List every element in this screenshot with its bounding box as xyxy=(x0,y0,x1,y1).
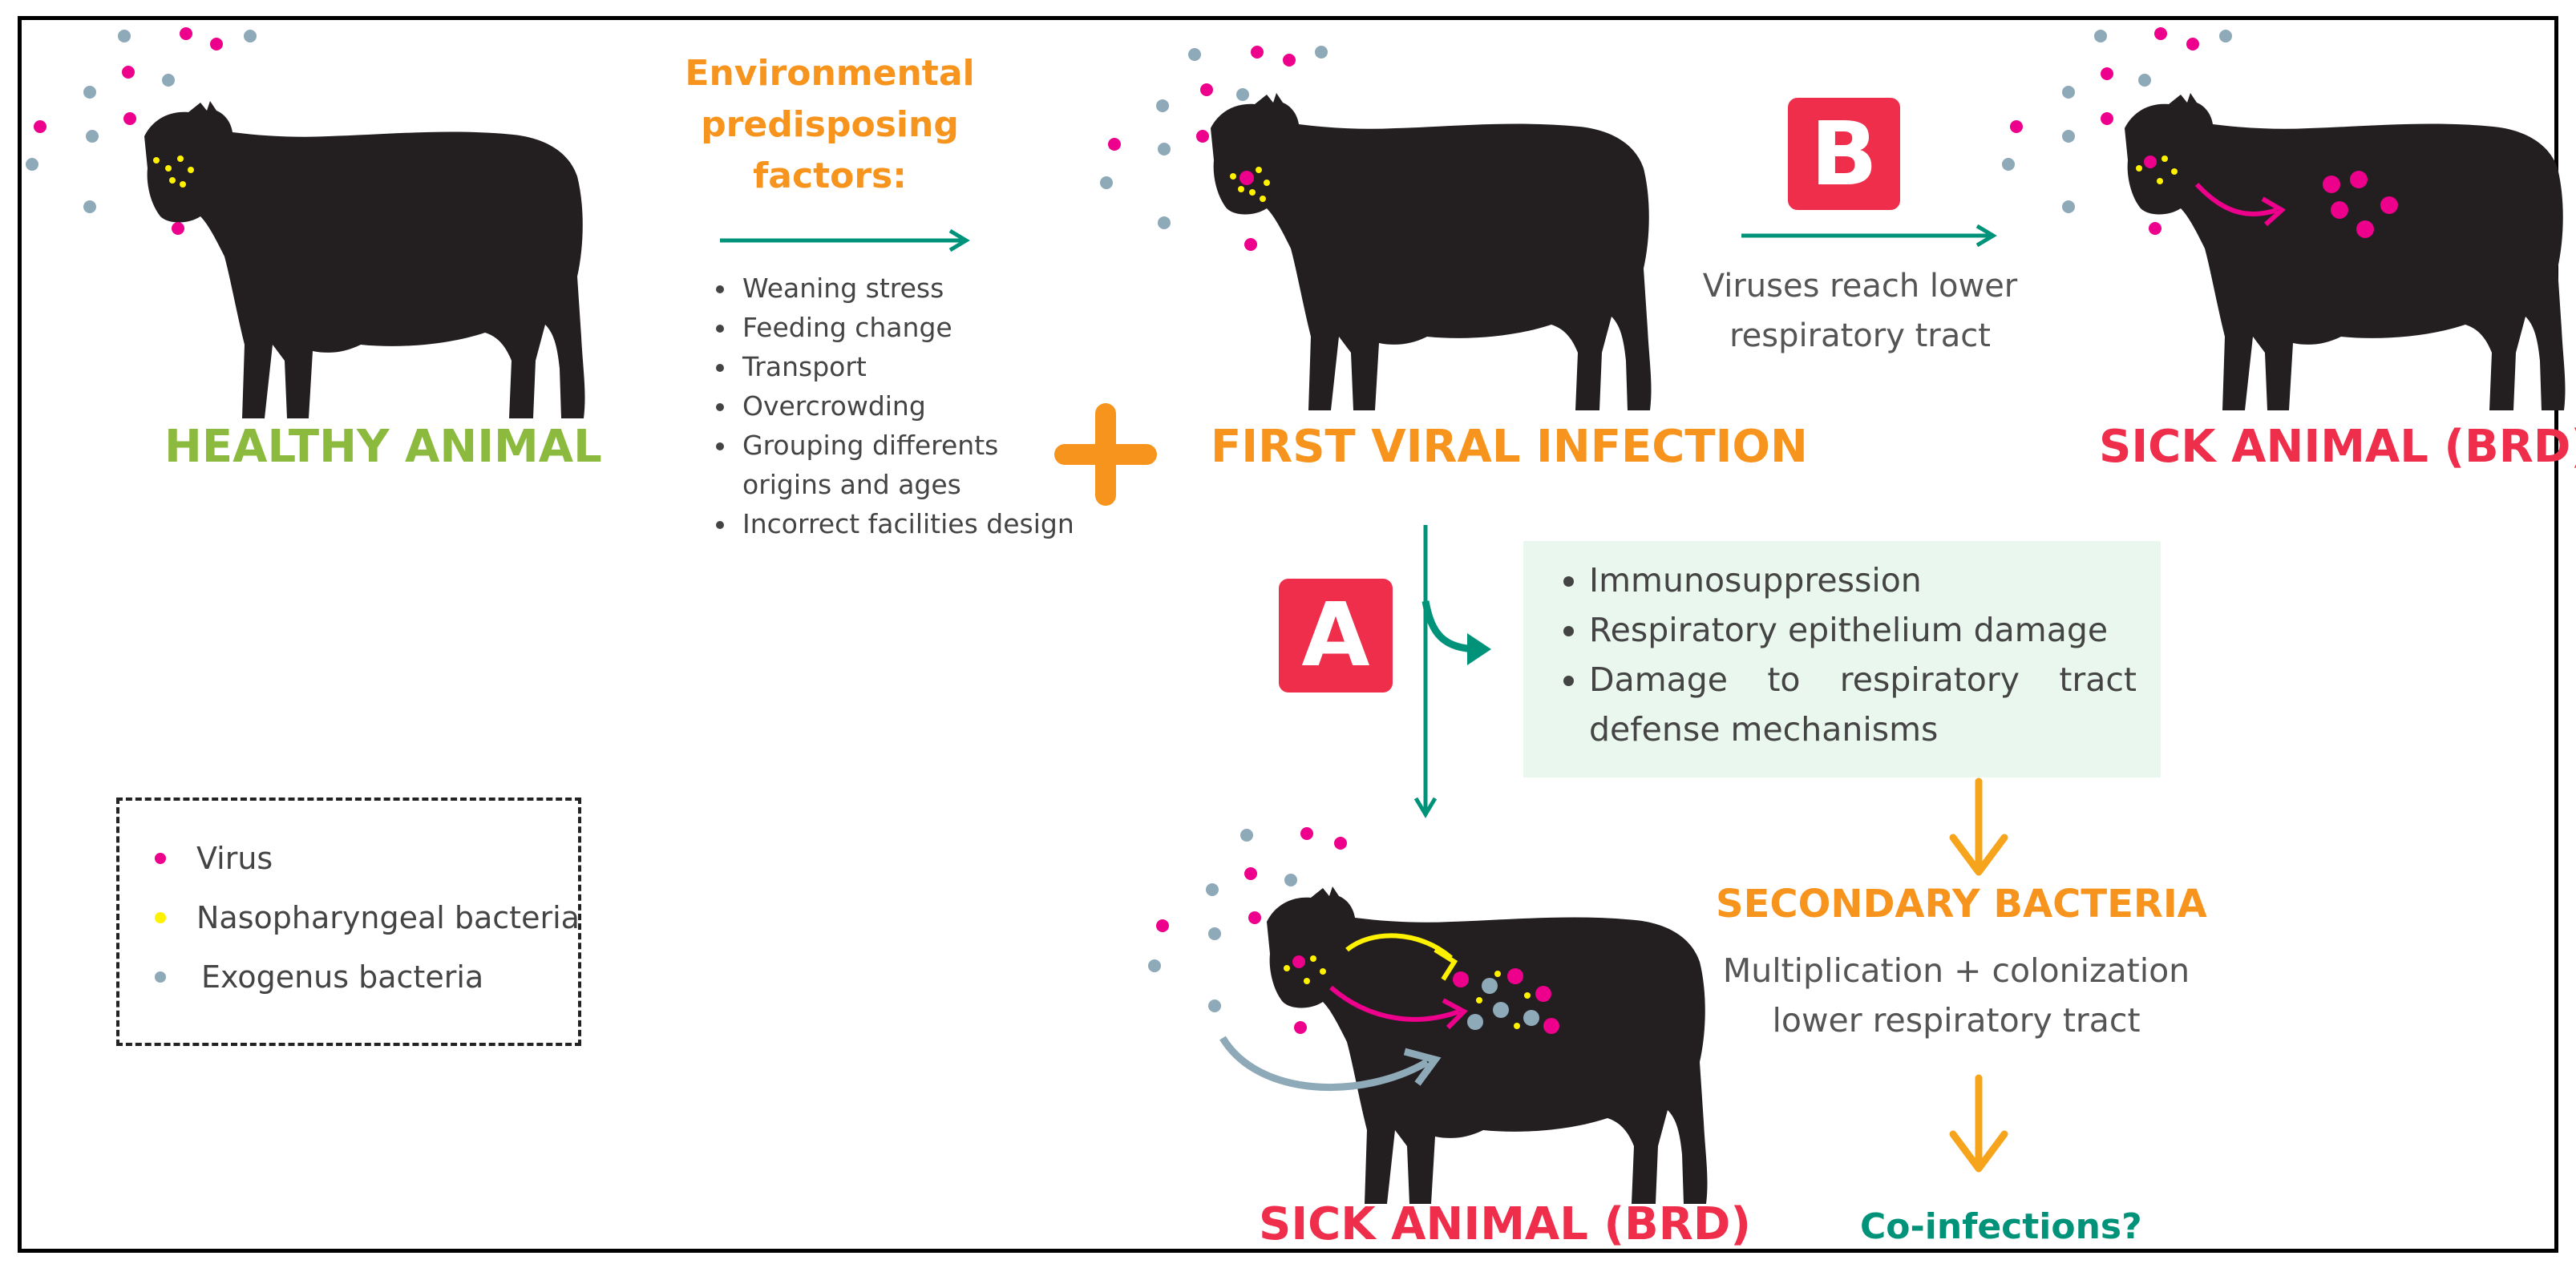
factor-item: Grouping differents origins and ages xyxy=(738,426,1074,504)
diagram-frame xyxy=(18,16,2558,1253)
virus-dot-icon xyxy=(155,853,166,864)
plus-icon xyxy=(1054,403,1157,506)
legend-item-exogenous: Exogenus bacteria xyxy=(119,959,483,995)
environment-title-line: predisposing xyxy=(701,104,959,145)
path-b-caption-line: Viruses reach lower xyxy=(1702,268,2018,305)
infected-cow-illustration xyxy=(1211,93,1652,410)
secondary-caption-line: Multiplication + colonization xyxy=(1722,951,2190,990)
coinfection-arrow xyxy=(1949,1074,2008,1173)
coinfections-label: Co-infections? xyxy=(1860,1206,2142,1247)
healthy-cow-illustration xyxy=(144,101,585,418)
path-b-arrow xyxy=(1741,224,1997,248)
environment-title-line: Environmental xyxy=(685,53,975,94)
predisposing-factors-list: Weaning stress Feeding change Transport … xyxy=(689,269,1074,543)
legend-item-virus: Virus xyxy=(119,841,273,876)
legend-label: Nasopharyngeal bacteria xyxy=(196,900,580,935)
sick-animal-a-title: SICK ANIMAL (BRD) xyxy=(1259,1198,1751,1250)
sick-cow-b-illustration xyxy=(2125,93,2566,410)
healthy-animal-title: HEALTHY ANIMAL xyxy=(164,421,602,473)
healthy-cow-particles xyxy=(26,27,257,235)
environment-title-line: factors: xyxy=(753,155,907,196)
secondary-bacteria-title: SECONDARY BACTERIA xyxy=(1716,882,2207,927)
legend-label: Virus xyxy=(196,841,273,876)
legend-item-nasopharyngeal: Nasopharyngeal bacteria xyxy=(119,900,580,935)
mechanisms-box: Immunosuppression Respiratory epithelium… xyxy=(1523,541,2161,777)
mechanism-item: Respiratory epithelium damage xyxy=(1589,605,2137,655)
factor-item: Feeding change xyxy=(738,308,1074,347)
path-b-caption: Viruses reach lower respiratory tract xyxy=(1668,261,2052,361)
mechanism-item: Immunosuppression xyxy=(1589,555,2137,605)
factor-item: Incorrect facilities design xyxy=(738,504,1074,543)
sick-animal-b-title: SICK ANIMAL (BRD) xyxy=(2099,421,2576,473)
environment-arrow xyxy=(720,228,970,252)
first-viral-infection-title: FIRST VIRAL INFECTION xyxy=(1211,421,1808,473)
mechanism-item: Damage to respiratory tract defense mech… xyxy=(1589,655,2137,754)
sick-cow-a-illustration xyxy=(1267,886,1708,1204)
sick-cow-b-particles xyxy=(2002,27,2398,238)
secondary-bacteria-arrow xyxy=(1949,777,2008,876)
path-a-badge: A xyxy=(1279,579,1393,693)
factor-item: Transport xyxy=(738,347,1074,386)
legend: Virus Nasopharyngeal bacteria Exogenus b… xyxy=(116,798,581,1046)
bacteria-dot-icon xyxy=(155,912,166,923)
path-b-caption-line: respiratory tract xyxy=(1729,317,1991,354)
factor-item: Overcrowding xyxy=(738,386,1074,426)
path-b-badge: B xyxy=(1788,98,1900,210)
environment-title: Environmental predisposing factors: xyxy=(669,48,990,202)
exogenous-dot-icon xyxy=(155,971,166,983)
secondary-caption-line: lower respiratory tract xyxy=(1772,1001,2141,1040)
sick-cow-a-particles xyxy=(1148,827,1559,1092)
secondary-bacteria-caption: Multiplication + colonization lower resp… xyxy=(1684,946,2229,1045)
mechanisms-list: Immunosuppression Respiratory epithelium… xyxy=(1523,541,2161,754)
infected-cow-particles xyxy=(1100,46,1328,251)
legend-label: Exogenus bacteria xyxy=(201,959,484,995)
path-a-arrow xyxy=(1413,525,1491,818)
factor-item: Weaning stress xyxy=(738,269,1074,308)
